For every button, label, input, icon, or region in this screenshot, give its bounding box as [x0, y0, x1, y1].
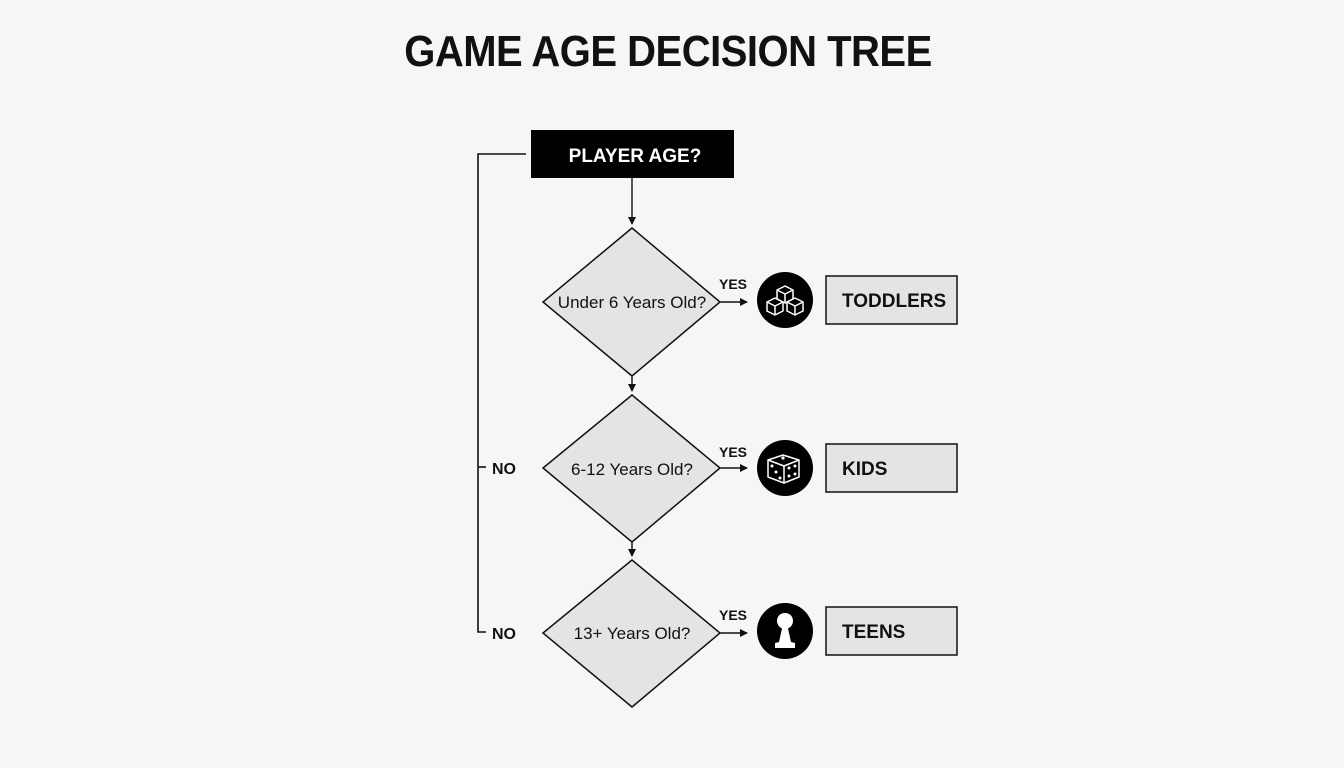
- diagram-title: GAME AGE DECISION TREE: [404, 28, 932, 76]
- yes-label: YES: [719, 607, 747, 623]
- dice-icon: [757, 440, 813, 496]
- decision-diamond: [541, 394, 722, 543]
- toy-blocks-icon: [757, 272, 813, 328]
- start-box: [531, 130, 734, 178]
- outcome-label: KIDS: [842, 459, 887, 480]
- game-pawn-icon: [757, 603, 813, 659]
- no-label: NO: [492, 626, 516, 643]
- outcome-label: TEENS: [842, 622, 905, 643]
- outcome-label: TODDLERS: [842, 291, 946, 312]
- decision-diamond: [541, 227, 722, 377]
- decision-question: 6-12 Years Old?: [571, 460, 693, 479]
- decision-question: Under 6 Years Old?: [558, 293, 706, 312]
- decision-diamond: [541, 559, 722, 708]
- decision-under-6: Under 6 Years Old? YES TODDLERS: [541, 227, 958, 377]
- outcome-box: [825, 275, 958, 325]
- outcome-box: [825, 443, 958, 493]
- decision-6-12: 6-12 Years Old? YES NO KIDS: [492, 394, 958, 543]
- start-label: PLAYER AGE?: [569, 146, 702, 167]
- decision-13-plus: 13+ Years Old? YES NO TEENS: [492, 559, 958, 708]
- outcome-box: [825, 606, 958, 656]
- no-label: NO: [492, 461, 516, 478]
- start-node: PLAYER AGE?: [531, 130, 734, 178]
- no-branch-line: [477, 153, 526, 633]
- yes-label: YES: [719, 444, 747, 460]
- yes-label: YES: [719, 276, 747, 292]
- decision-question: 13+ Years Old?: [574, 624, 691, 643]
